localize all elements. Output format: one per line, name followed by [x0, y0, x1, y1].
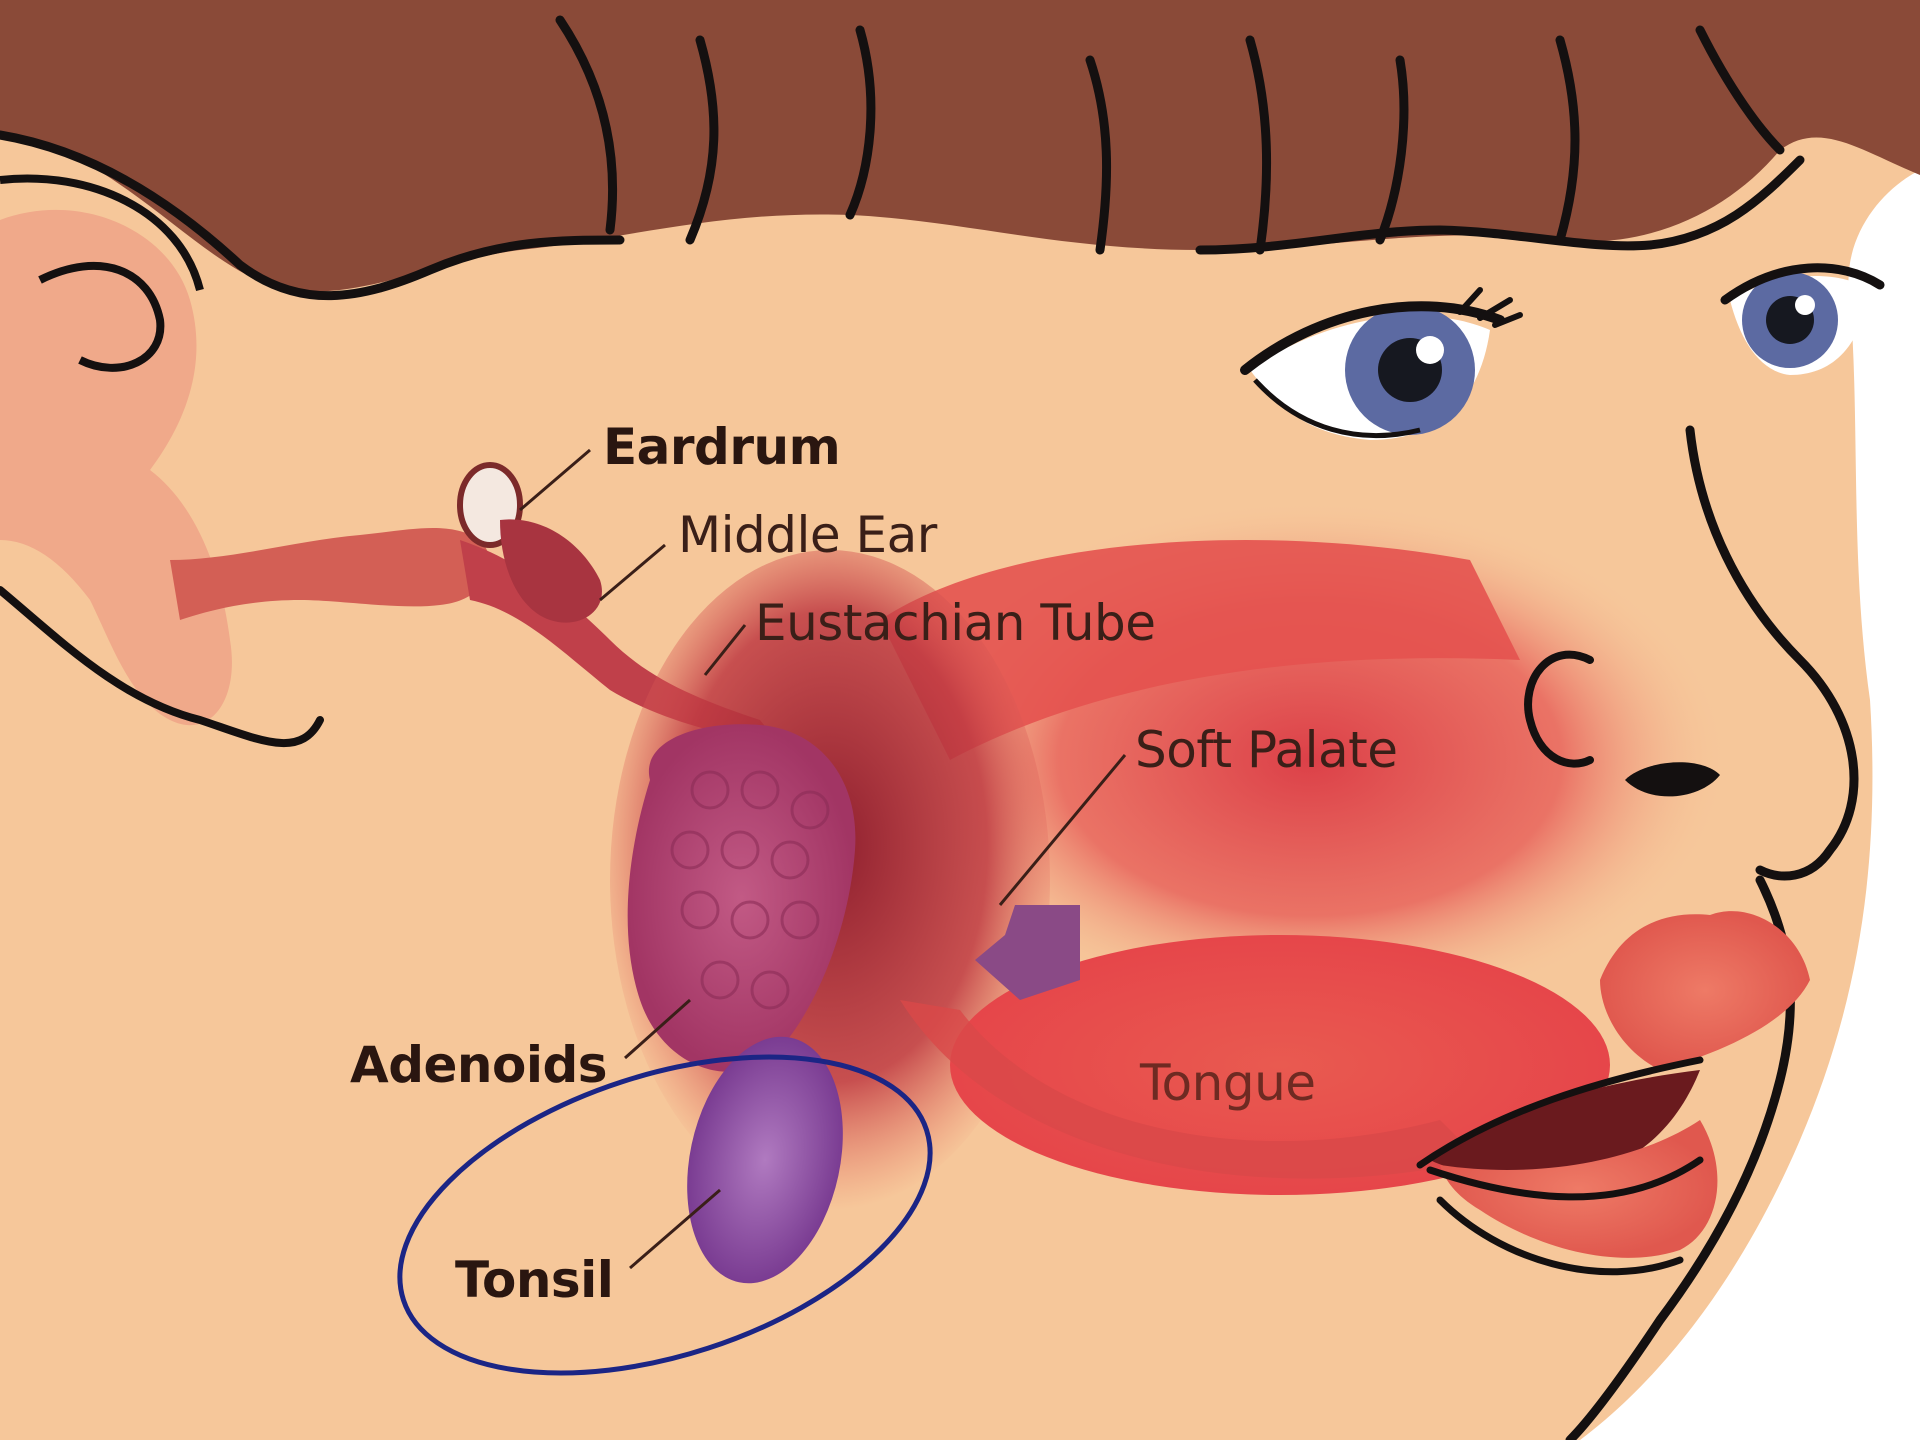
- label-eustachian-tube: Eustachian Tube: [755, 598, 1156, 648]
- label-eardrum: Eardrum: [603, 422, 840, 472]
- label-middle-ear: Middle Ear: [678, 510, 937, 560]
- right-eye-glint: [1795, 295, 1815, 315]
- label-adenoids: Adenoids: [350, 1040, 607, 1090]
- left-eye-glint: [1416, 336, 1444, 364]
- label-tonsil: Tonsil: [455, 1255, 613, 1305]
- label-soft-palate: Soft Palate: [1135, 725, 1398, 775]
- label-tongue: Tongue: [1140, 1058, 1316, 1108]
